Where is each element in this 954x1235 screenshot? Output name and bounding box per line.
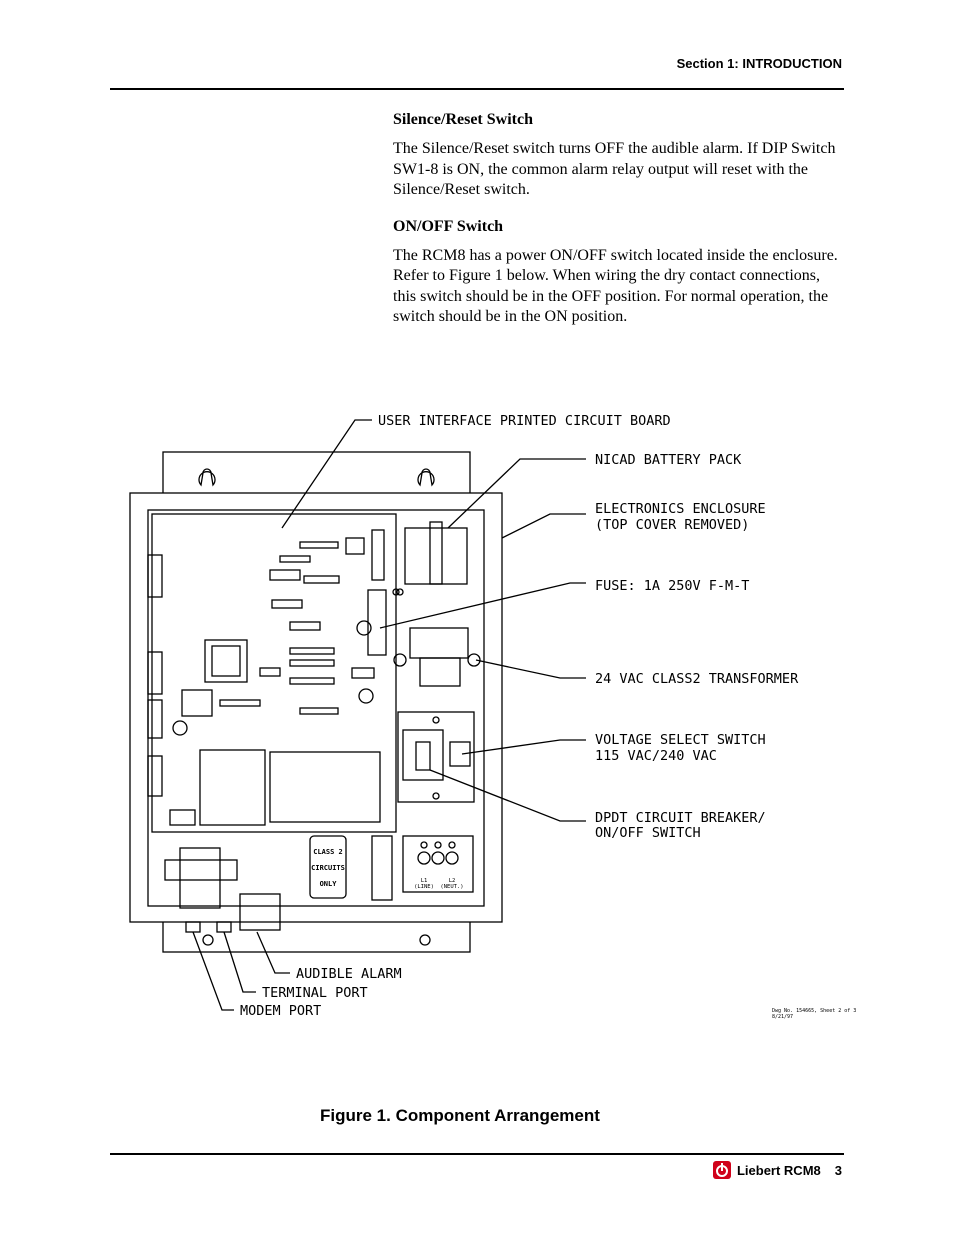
label-voltage-2: 115 VAC/240 VAC — [595, 748, 717, 764]
page-footer: Liebert RCM8 3 — [712, 1161, 842, 1179]
label-enclosure-2: (TOP COVER REMOVED) — [595, 517, 749, 533]
leader-ui-board — [281, 419, 372, 529]
drawing-note-2: 8/21/97 — [772, 1014, 793, 1020]
section-text-onoff: The RCM8 has a power ON/OFF switch locat… — [393, 246, 838, 326]
section-text-silence: The Silence/Reset switch turns OFF the a… — [393, 140, 836, 198]
leader-breaker — [429, 769, 586, 822]
leader-voltage — [461, 739, 586, 755]
leader-battery — [447, 458, 586, 529]
leader-modem — [192, 931, 234, 1011]
label-breaker-1: DPDT CIRCUIT BREAKER/ — [595, 810, 766, 826]
leader-transformer — [475, 659, 586, 679]
ui-pcb — [151, 513, 397, 833]
section-heading-silence: Silence/Reset Switch — [393, 111, 533, 128]
leader-terminal — [223, 931, 256, 993]
class2-line-2: CIRCUITS — [311, 864, 345, 872]
liebert-logo-icon — [712, 1161, 731, 1179]
terminal-label-line: (LINE) — [414, 884, 434, 890]
figure-caption: Figure 1. Component Arrangement — [320, 1106, 600, 1125]
breaker-panel — [397, 711, 475, 803]
label-terminal: TERMINAL PORT — [262, 985, 368, 1001]
label-modem: MODEM PORT — [240, 1003, 321, 1019]
terminal-label-l2: L2 — [449, 878, 456, 884]
drawing-note-1: Dwg No. 154665, Sheet 2 of 3 — [772, 1008, 856, 1014]
class2-line-1: CLASS 2 — [313, 848, 343, 856]
terminal-label-l1: L1 — [421, 878, 428, 884]
header-rule — [110, 88, 844, 90]
class2-line-3: ONLY — [320, 880, 338, 888]
body-text: Silence/Reset Switch The Silence/Reset s… — [393, 111, 843, 345]
power-terminal-block — [402, 835, 474, 893]
footer-brand: Liebert RCM8 — [736, 1162, 821, 1178]
label-enclosure-1: ELECTRONICS ENCLOSURE — [595, 501, 766, 517]
keyhole-right-icon — [417, 468, 435, 487]
page-number: 3 — [834, 1162, 842, 1178]
label-breaker-2: ON/OFF SWITCH — [595, 825, 701, 841]
footer-rule — [110, 1153, 844, 1155]
label-ui-board: USER INTERFACE PRINTED CIRCUIT BOARD — [378, 413, 671, 429]
label-battery: NICAD BATTERY PACK — [595, 452, 742, 468]
leader-alarm — [256, 931, 290, 974]
label-alarm: AUDIBLE ALARM — [296, 966, 402, 982]
section-heading-onoff: ON/OFF Switch — [393, 217, 504, 235]
keyhole-left-icon — [198, 468, 216, 487]
terminal-label-neut: (NEUT.) — [440, 884, 463, 890]
label-voltage-1: VOLTAGE SELECT SWITCH — [595, 732, 766, 748]
label-transformer: 24 VAC CLASS2 TRANSFORMER — [595, 671, 799, 687]
leader-enclosure — [501, 513, 586, 539]
class2-label-box — [309, 835, 347, 899]
leader-fuse — [379, 582, 586, 629]
section-header: Section 1: INTRODUCTION — [676, 56, 842, 71]
label-fuse: FUSE: 1A 250V F-M-T — [595, 578, 749, 594]
